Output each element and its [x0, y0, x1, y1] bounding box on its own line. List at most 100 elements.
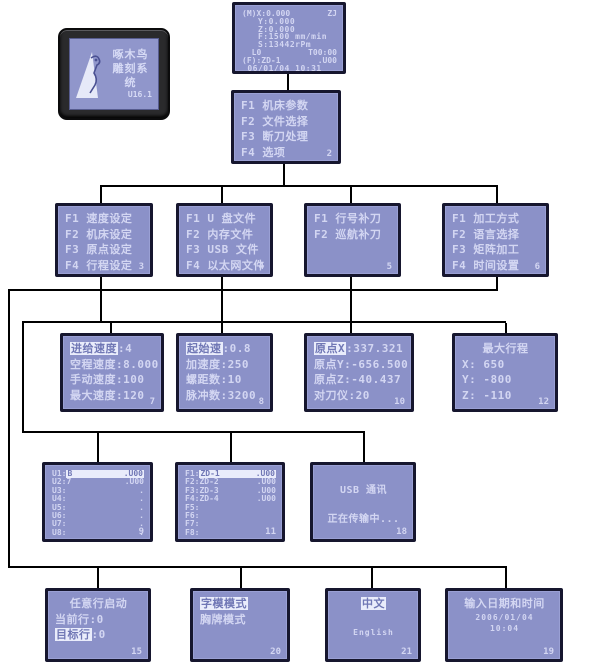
- screen-text-line: F4 选项: [241, 145, 286, 159]
- screen-text-line: 最大行程: [482, 342, 529, 355]
- screen-text-line: 手动速度:100: [70, 373, 145, 387]
- screen-text-line: Y:0.000: [242, 16, 296, 26]
- screen-text-line: Z:0.000: [242, 24, 296, 34]
- woodpecker-logo-icon: [76, 52, 101, 98]
- screen-text-line: 原点Z:-40.437: [314, 373, 402, 387]
- screen-text-line: U3:.: [52, 485, 144, 495]
- screen-text-line: F3 断刀处理: [241, 130, 309, 144]
- device-bezel: 啄木鸟 雕刻系统 U16.1: [58, 28, 170, 120]
- screen-text-line: [335, 612, 412, 628]
- screen-text-line: F1 U 盘文件: [186, 212, 257, 225]
- screen-text-line: 2006/01/04: [475, 612, 534, 622]
- screen-text-line: 目标行:0: [55, 628, 106, 642]
- screen-text-line: 脉冲数:3200: [186, 388, 257, 402]
- connector-line: [363, 433, 365, 462]
- screen-text-line: Z: -110: [462, 388, 512, 402]
- device-version: U16.1: [127, 89, 152, 99]
- screen-text-line: F5:: [185, 502, 200, 512]
- screen-text-line: 空程速度:8.000: [70, 357, 159, 371]
- screen-text-line: U7:.: [52, 519, 144, 529]
- screen-text-line: F:1500 mm/min: [242, 32, 328, 42]
- screen-text-line: 起始速:0.8: [186, 342, 251, 355]
- screen-text-line: 对刀仪:20: [314, 388, 370, 402]
- screen-number-label: 5: [386, 262, 392, 272]
- device-text: 啄木鸟 雕刻系统 U16.1: [107, 48, 154, 99]
- device-title: 啄木鸟: [112, 48, 149, 62]
- screen-number-label: 21: [401, 647, 412, 657]
- screen-text-line: F1 机床参数: [241, 99, 309, 112]
- screen-text-line: F6:: [185, 510, 200, 520]
- device-lcd: 啄木鸟 雕刻系统 U16.1: [69, 38, 159, 110]
- screen-number-label: 11: [265, 527, 276, 537]
- screen-text-line: 原点X:337.321: [314, 342, 404, 355]
- screen-text-line: U1:B.U00: [52, 469, 144, 479]
- screen-text-line: U6:.: [52, 510, 144, 520]
- screen-number-label: 2: [326, 149, 332, 159]
- screen-number-label: 3: [138, 262, 144, 272]
- screen-text-line: F2:ZD-2.U00: [185, 477, 276, 487]
- connector-line: [230, 433, 232, 462]
- connector-line: [22, 321, 506, 323]
- screen-number-label: 19: [543, 647, 554, 657]
- screen-number-label: 6: [534, 262, 540, 272]
- screen-number-label: 18: [396, 527, 407, 537]
- screen-text-line: 字模模式: [200, 597, 248, 610]
- screen-text-line: F4 以太网文件: [186, 258, 265, 272]
- screen-usb-transfer: USB 通讯 正在传输中...18: [310, 462, 416, 542]
- screen-text-line: F8:: [185, 527, 200, 537]
- connector-line: [496, 277, 498, 291]
- screen-text-line: F3 原点设定: [65, 243, 133, 257]
- screen-text-line: [320, 498, 407, 512]
- screen-text-line: F4:ZD-4.U00: [185, 494, 276, 504]
- screen-text-line: F1 行号补刀: [314, 212, 382, 225]
- screen-text-line: F3 矩阵加工: [452, 243, 520, 257]
- lcd-device-photo: 啄木鸟 雕刻系统 U16.1: [58, 28, 170, 120]
- connector-line: [221, 187, 223, 203]
- screen-text-line: English: [353, 628, 394, 638]
- screen-text-line: [320, 470, 407, 484]
- screen-text-line: 进给速度:4: [70, 342, 133, 355]
- screen-text-line: 输入日期和时间: [464, 597, 545, 610]
- screen-text-line: 原点Y:-656.500: [314, 357, 409, 371]
- device-subtitle: 雕刻系统: [112, 62, 149, 89]
- connector-line: [221, 277, 223, 333]
- screen-text-line: 任意行启动: [69, 597, 128, 610]
- connector-line: [100, 185, 498, 187]
- screen-text-line: USB 通讯: [339, 485, 388, 497]
- connector-line: [350, 277, 352, 333]
- screen-text-line: F4 行程设定: [65, 258, 133, 272]
- screen-number-label: 20: [270, 647, 281, 657]
- screen-text-line: 最大速度:120: [70, 388, 145, 402]
- screen-text-line: S:13442rPm: [242, 40, 312, 50]
- connector-line: [22, 431, 365, 433]
- screen-text-line: 螺距数:10: [186, 373, 242, 387]
- screen-number-label: 7: [149, 397, 155, 407]
- connector-line: [8, 566, 507, 568]
- connector-line: [283, 164, 285, 185]
- connector-line: [22, 323, 24, 433]
- screen-text-line: F2 内存文件: [186, 227, 254, 241]
- screen-text-line: 当前行:0: [55, 612, 104, 626]
- connector-line: [240, 568, 242, 588]
- connector-line: [287, 74, 289, 90]
- connector-line: [8, 291, 10, 568]
- screen-number-label: 12: [538, 397, 549, 407]
- connector-line: [496, 187, 498, 203]
- screen-text-line: U4:.: [52, 494, 144, 504]
